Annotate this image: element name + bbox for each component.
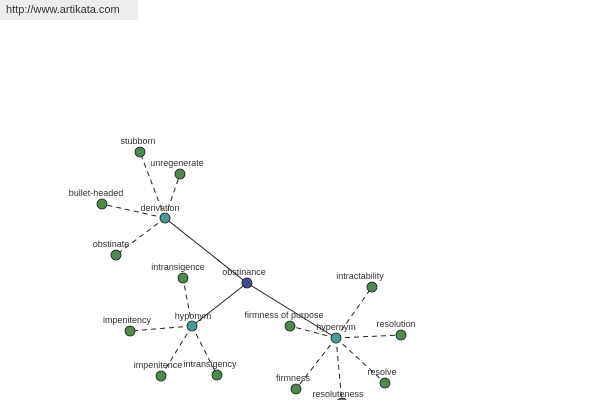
label-impenitence: impenitence [134, 360, 183, 370]
node-impenitency[interactable] [124, 325, 136, 337]
edge-hyponym-impenitency [129, 325, 193, 332]
node-intractability[interactable] [366, 281, 378, 293]
label-obstinance: obstinance [222, 267, 266, 277]
node-resolution[interactable] [395, 329, 407, 341]
edge-derivation-obstinate [115, 217, 166, 256]
node-firmness[interactable] [290, 383, 302, 395]
edge-hyponym-impenitence [160, 325, 193, 377]
label-derivation: derivation [140, 203, 179, 213]
node-obstinate[interactable] [110, 249, 122, 261]
label-intransigence: intransigence [151, 262, 205, 272]
edges-layer [101, 151, 402, 400]
edge-root-hypernym [246, 282, 337, 339]
edge-hypernym-intractability [335, 286, 373, 339]
edge-hypernym-firmness-of-purpose [289, 325, 337, 339]
edge-hypernym-firmness [295, 337, 337, 390]
edge-root-derivation [164, 217, 248, 284]
node-intransigence[interactable] [177, 272, 189, 284]
labels-layer: stubborn unregenerate bullet-headed obstina… [69, 136, 416, 399]
node-hypernym[interactable] [330, 332, 342, 344]
label-resoluteness: resoluteness [312, 389, 364, 399]
label-bullet-headed: bullet-headed [69, 188, 124, 198]
label-firmness: firmness [276, 373, 311, 383]
label-intractability: intractability [336, 271, 384, 281]
node-impenitence[interactable] [155, 370, 167, 382]
edge-hyponym-intransigence [182, 277, 193, 327]
node-firmness-of-purpose[interactable] [284, 320, 296, 332]
node-unregenerate[interactable] [174, 168, 186, 180]
node-bullet-headed[interactable] [96, 198, 108, 210]
label-obstinate: obstinate [93, 239, 130, 249]
label-resolve: resolve [367, 367, 396, 377]
label-stubborn: stubborn [120, 136, 155, 146]
edge-hypernym-resolution [335, 334, 402, 339]
label-firmness-of-purpose: firmness of purpose [244, 310, 323, 320]
node-derivation[interactable] [159, 212, 171, 224]
source-url[interactable]: http://www.artikata.com [0, 0, 138, 20]
label-hypernym: hypernym [316, 322, 356, 332]
edge-derivation-unregenerate [164, 173, 181, 219]
label-impenitency: impenitency [103, 315, 152, 325]
label-unregenerate: unregenerate [150, 158, 204, 168]
edge-derivation-bullet-headed [101, 203, 166, 219]
node-intransigency[interactable] [211, 369, 223, 381]
label-hyponym: hyponym [175, 311, 212, 321]
label-intransigency: intransigency [183, 359, 237, 369]
edge-hyponym-intransigency [191, 325, 218, 376]
nodes-layer [96, 146, 407, 400]
node-obstinance[interactable] [241, 277, 253, 289]
edge-derivation-stubborn [139, 151, 166, 219]
label-resolution: resolution [376, 319, 415, 329]
edge-hypernym-resoluteness [335, 337, 343, 400]
node-resolve[interactable] [379, 377, 391, 389]
edge-hypernym-resolve [335, 337, 386, 384]
node-hyponym[interactable] [186, 320, 198, 332]
node-stubborn[interactable] [134, 146, 146, 158]
edge-root-hyponym [191, 282, 248, 327]
